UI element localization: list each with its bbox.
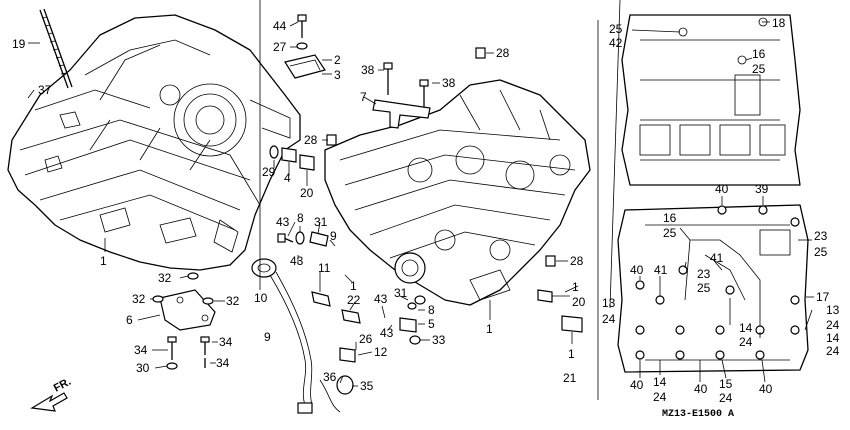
callout-24: 24 [826, 344, 840, 358]
case-top-view [621, 14, 801, 186]
callout-14: 14 [826, 331, 840, 345]
callout-32: 32 [158, 271, 172, 285]
small-parts [152, 14, 583, 414]
callout-14: 14 [739, 321, 753, 335]
callout-4: 4 [284, 171, 291, 185]
stud-bolt [39, 8, 73, 89]
callout-9: 9 [330, 229, 337, 243]
callout-43: 43 [276, 215, 290, 229]
leader-lines [27, 0, 814, 400]
callout-40: 40 [715, 182, 729, 196]
callout-15: 15 [719, 377, 733, 391]
front-direction-arrow: FR. [30, 376, 73, 412]
callout-30: 30 [136, 361, 150, 375]
callout-9: 9 [264, 330, 271, 344]
callout-labels: 19 37 1 44 27 2 3 38 38 28 7 28 29 4 20 … [12, 16, 840, 405]
callout-8: 8 [428, 303, 435, 317]
callout-24: 24 [719, 391, 733, 405]
callout-1: 1 [100, 254, 107, 268]
callout-16: 16 [752, 47, 766, 61]
callout-34: 34 [134, 343, 148, 357]
callout-22: 22 [347, 293, 361, 307]
callout-26: 26 [359, 332, 373, 346]
callout-36: 36 [323, 370, 337, 384]
callout-38: 38 [442, 76, 456, 90]
callout-33: 33 [432, 333, 446, 347]
callout-11: 11 [318, 261, 331, 275]
callout-23: 23 [814, 229, 828, 243]
callout-29: 29 [262, 165, 276, 179]
callout-43: 43 [380, 326, 394, 340]
callout-24: 24 [602, 312, 616, 326]
callout-28: 28 [304, 133, 318, 147]
callout-34: 34 [219, 335, 233, 349]
callout-40: 40 [630, 263, 644, 277]
callout-44: 44 [273, 19, 287, 33]
callout-12: 12 [374, 345, 388, 359]
callout-41: 41 [710, 251, 724, 265]
callout-13: 13 [826, 303, 840, 317]
callout-16: 16 [663, 211, 677, 225]
callout-3: 3 [334, 68, 341, 82]
callout-31: 31 [394, 286, 408, 300]
callout-42: 42 [609, 36, 623, 50]
callout-25: 25 [697, 281, 711, 295]
callout-7: 7 [360, 90, 367, 104]
callout-24: 24 [653, 390, 667, 404]
callout-38: 38 [361, 63, 375, 77]
callout-35: 35 [360, 379, 374, 393]
callout-34: 34 [216, 356, 230, 370]
callout-40: 40 [759, 382, 773, 396]
callout-1: 1 [572, 280, 579, 294]
callout-1: 1 [568, 347, 575, 361]
callout-10: 10 [254, 291, 268, 305]
callout-24: 24 [739, 335, 753, 349]
callout-32: 32 [132, 292, 146, 306]
callout-25: 25 [609, 22, 623, 36]
callout-21: 21 [563, 371, 577, 385]
callout-28: 28 [570, 254, 584, 268]
callout-6: 6 [126, 313, 133, 327]
figure-code: MZ13-E1500 A [662, 409, 734, 420]
callout-2: 2 [334, 53, 341, 67]
callout-40: 40 [694, 382, 708, 396]
case-bottom-view [617, 204, 809, 373]
callout-1: 1 [486, 322, 493, 336]
callout-25: 25 [663, 226, 677, 240]
callout-27: 27 [273, 40, 287, 54]
callout-40: 40 [630, 378, 644, 392]
callout-23: 23 [697, 267, 711, 281]
callout-41: 41 [654, 263, 668, 277]
callout-39: 39 [755, 182, 769, 196]
callout-31: 31 [314, 215, 328, 229]
callout-20: 20 [300, 186, 314, 200]
callout-14: 14 [653, 375, 667, 389]
callout-32: 32 [226, 294, 240, 308]
callout-13: 13 [602, 296, 616, 310]
callout-18: 18 [772, 16, 786, 30]
callout-17: 17 [816, 290, 830, 304]
upper-crankcase-half [7, 14, 301, 271]
case-bolt-group [635, 205, 800, 360]
callout-43: 43 [290, 254, 304, 268]
lower-crankcase-half [324, 79, 591, 306]
callout-20: 20 [572, 295, 586, 309]
callout-43: 43 [374, 292, 388, 306]
callout-28: 28 [496, 46, 510, 60]
callout-24: 24 [826, 318, 840, 332]
callout-1: 1 [350, 279, 357, 293]
callout-19: 19 [12, 37, 26, 51]
callout-8: 8 [297, 211, 304, 225]
callout-25: 25 [752, 62, 766, 76]
callout-37: 37 [38, 83, 52, 97]
direction-label: FR. [52, 376, 73, 395]
callout-5: 5 [428, 317, 435, 331]
callout-25: 25 [814, 245, 828, 259]
